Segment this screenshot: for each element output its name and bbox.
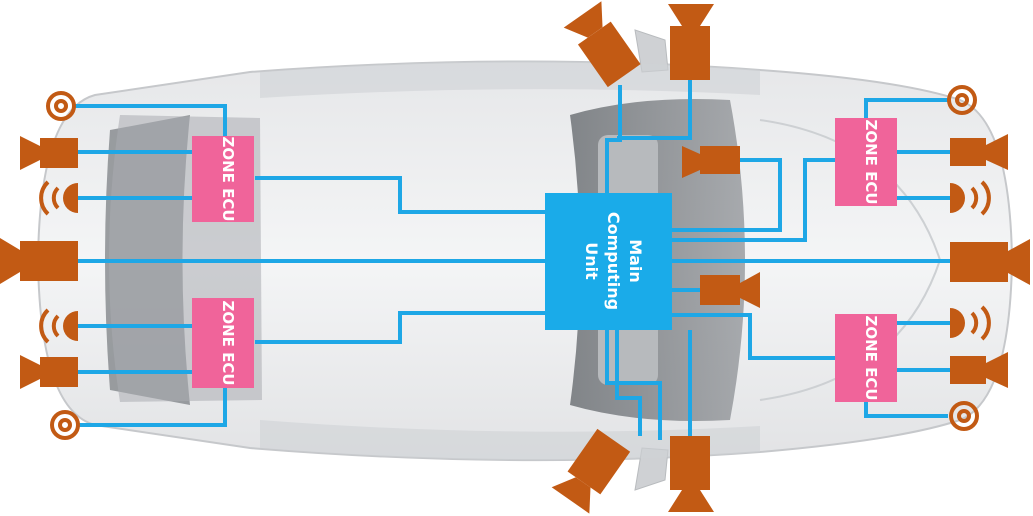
radar-icon [50,410,80,440]
camera-icon [668,4,714,80]
camera-icon [563,1,641,88]
main-unit-line2: Computing [604,212,623,310]
ultrasonic-icon [39,180,78,216]
lidar-icon [0,238,78,284]
zone-ecu-front-left: ZONE ECU [835,118,897,206]
radar-icon [947,85,977,115]
camera-icon [20,355,78,389]
ultrasonic-icon [950,180,991,216]
zone-ecu-rear-left: ZONE ECU [192,136,254,222]
lidar-icon [950,239,1030,285]
camera-icon [668,436,714,512]
main-unit-line1: Main [626,239,645,283]
radar-icon [46,91,76,121]
zone-ecu-label: ZONE ECU [219,300,237,385]
zone-ecu-front-right: ZONE ECU [835,314,897,402]
ultrasonic-icon [39,308,78,344]
zone-ecu-label: ZONE ECU [862,315,880,400]
main-unit-line3: Unit [582,242,601,280]
zone-ecu-label: ZONE ECU [219,136,237,221]
camera-icon [700,272,760,308]
zone-ecu-rear-right: ZONE ECU [192,298,254,388]
wiring-harness [73,80,950,440]
radar-icon [949,401,979,431]
camera-icon [551,428,631,514]
camera-icon [682,146,740,178]
camera-icon [950,134,1008,170]
camera-icon [950,352,1008,388]
zone-ecu-label: ZONE ECU [862,119,880,204]
main-computing-unit: Main Computing Unit [545,193,672,330]
ultrasonic-icon [950,305,991,341]
camera-icon [20,136,78,170]
